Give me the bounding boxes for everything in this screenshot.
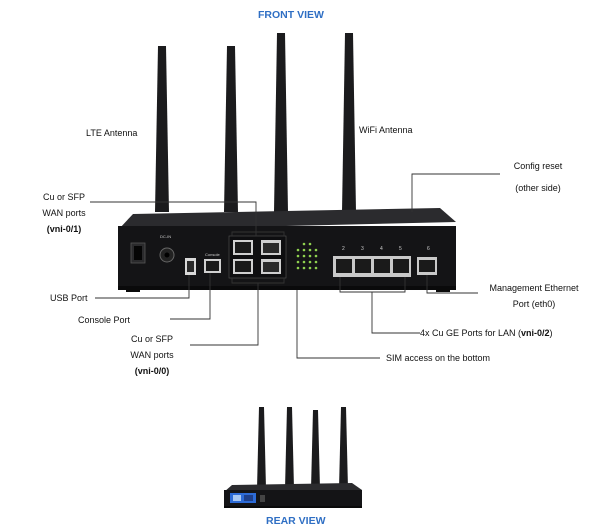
lan-ports-suffix: ) (549, 328, 553, 338)
lte-antenna-left (155, 46, 169, 212)
rear-view-heading: REAR VIEW (266, 515, 326, 527)
leader-console (170, 273, 211, 320)
console-rj45 (204, 259, 221, 273)
management-port-label: Management Ethernet Port (eth0) (478, 282, 590, 310)
leader-config-reset (411, 173, 500, 212)
lte-antenna-right (224, 46, 238, 212)
leader-usb (95, 275, 190, 299)
leader-wan-bottom-bracket (231, 278, 285, 284)
wan-bottom-line-3: (vni-0/0) (134, 366, 170, 376)
lte-antenna-label: LTE Antenna (86, 128, 138, 138)
leader-wan-top (90, 201, 257, 236)
config-reset-label: Config reset (other side) (494, 160, 582, 194)
wan-bottom-line-1: Cu or SFP (130, 334, 173, 344)
lan-ports (333, 256, 411, 277)
management-port-line-1: Management Ethernet (489, 283, 579, 293)
port-number: 3 (361, 246, 364, 252)
lan-ports-bold: vni-0/2 (521, 328, 550, 338)
port-number-labels: 2 3 4 5 6 (342, 246, 430, 252)
status-leds (296, 242, 318, 270)
power-switch (130, 242, 146, 264)
leader-wan-top-bracket (231, 231, 285, 236)
lan-ports-label: 4x Cu GE Ports for LAN (vni-0/2) (420, 327, 553, 339)
leader-lan (339, 277, 406, 293)
leader-wan-bottom (190, 283, 259, 346)
port-number: 4 (380, 246, 383, 252)
leader-mgmt (426, 275, 478, 294)
port-number: 6 (427, 246, 430, 252)
wan-top-label: Cu or SFP WAN ports (vni-0/1) (24, 191, 104, 235)
wan-ports (228, 235, 287, 279)
wifi-antenna-left (274, 33, 288, 212)
chassis-top (118, 208, 456, 230)
antennas (155, 33, 356, 212)
wan-bottom-label: Cu or SFP WAN ports (vni-0/0) (112, 333, 192, 377)
port-number: 5 (399, 246, 402, 252)
config-reset-line-1: Config reset (513, 161, 563, 171)
port-number: 2 (342, 246, 345, 252)
wifi-antenna-label: WiFi Antenna (359, 125, 413, 135)
management-port (417, 257, 437, 275)
front-device: DC-IN Console (118, 33, 456, 292)
wan-top-line-2: WAN ports (42, 208, 86, 218)
leader-lan-drop (371, 292, 420, 334)
sim-access-label: SIM access on the bottom (386, 353, 491, 363)
usb-port-label: USB Port (50, 293, 88, 303)
wifi-antenna-right (342, 33, 356, 212)
management-port-line-2: Port (eth0) (512, 299, 556, 309)
leader-lines (90, 173, 500, 359)
leader-sim (296, 290, 380, 359)
usb-port (185, 258, 196, 275)
wan-top-line-3: (vni-0/1) (46, 224, 82, 234)
wan-top-line-1: Cu or SFP (42, 192, 85, 202)
wan-bottom-line-2: WAN ports (130, 350, 174, 360)
dc-in-jack (159, 247, 175, 263)
console-port-label: Console Port (78, 315, 131, 325)
console-marking: Console (205, 252, 220, 257)
dc-in-label: DC-IN (160, 234, 171, 239)
config-reset-line-2: (other side) (515, 183, 561, 193)
lan-ports-prefix: 4x Cu GE Ports for LAN ( (420, 328, 522, 338)
rear-device (224, 407, 362, 508)
front-view-heading: FRONT VIEW (258, 9, 324, 21)
rear-label-badge (230, 493, 256, 503)
